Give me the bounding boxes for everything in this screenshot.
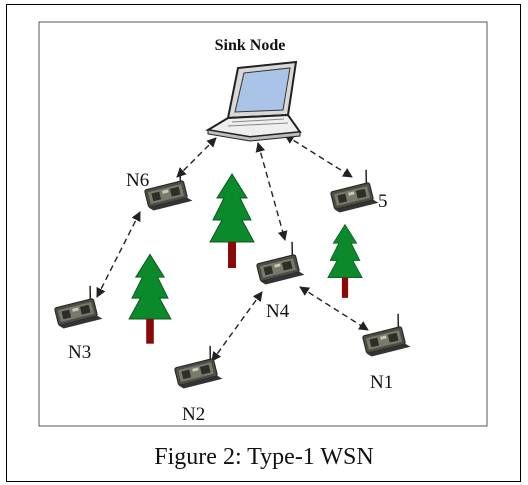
node-label-n5: 5 <box>378 191 388 212</box>
sink-node-label: Sink Node <box>215 37 286 54</box>
node-label-n2: N2 <box>182 404 205 425</box>
node-label-n4: N4 <box>266 301 290 322</box>
link-n4-n2 <box>211 291 263 362</box>
sensor-icon <box>252 240 306 287</box>
laptop-icon <box>205 60 302 142</box>
sensor-node-n4: N4 <box>252 240 306 322</box>
sensor-icon <box>50 284 104 331</box>
link-sink-n4 <box>255 142 288 241</box>
sink-node: Sink Node <box>205 37 302 142</box>
link-n6-n3 <box>96 211 141 298</box>
tree-icon <box>327 224 363 299</box>
sensor-node-n6: N6 <box>126 166 194 213</box>
node-label-n3: N3 <box>68 342 91 363</box>
sensor-node-n3: N3 <box>50 284 104 363</box>
tree-icon <box>209 173 255 269</box>
link-n4-n1 <box>299 286 369 331</box>
sensor-icon <box>170 344 224 391</box>
sensor-node-n1: N1 <box>358 312 412 393</box>
links <box>96 134 369 362</box>
wsn-diagram: Sink Node N6 5 N4 N3 N2 N1 <box>38 21 488 427</box>
link-sink-n5 <box>284 134 353 178</box>
sensor-icon <box>326 168 380 215</box>
node-label-n1: N1 <box>370 372 393 393</box>
sensor-icon <box>358 312 412 359</box>
sensor-node-n2: N2 <box>170 344 224 425</box>
diagram-border <box>38 21 488 427</box>
tree-icon <box>128 253 172 345</box>
link-sink-n6 <box>176 137 217 178</box>
sensor-node-n5: 5 <box>326 168 388 215</box>
node-label-n6: N6 <box>126 170 149 191</box>
figure-caption: Figure 2: Type-1 WSN <box>154 444 374 470</box>
